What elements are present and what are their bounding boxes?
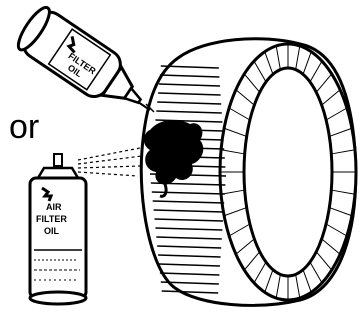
air-filter-element-icon xyxy=(141,39,356,306)
spray-mist xyxy=(78,148,142,176)
aerosol-can-icon: AIR FILTER OIL xyxy=(30,148,142,304)
aerosol-label-line1: AIR xyxy=(46,202,62,212)
squeeze-bottle-icon: FILTER OIL xyxy=(13,3,154,121)
or-label: or xyxy=(9,110,39,144)
aerosol-label-line3: OIL xyxy=(44,226,60,236)
aerosol-label-line2: FILTER xyxy=(36,214,67,224)
